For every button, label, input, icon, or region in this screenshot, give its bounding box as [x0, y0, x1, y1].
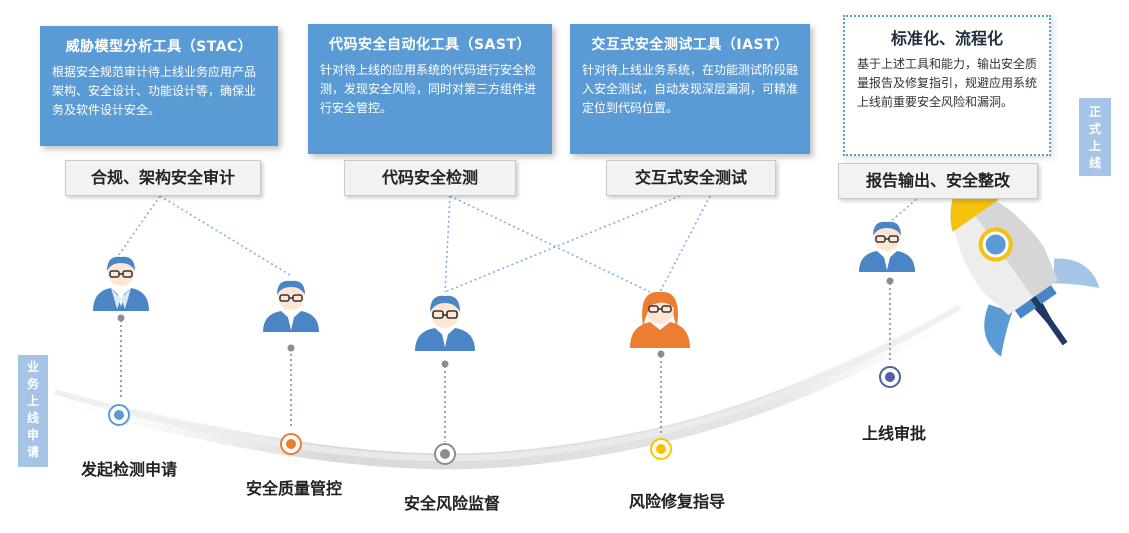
rocket-icon	[950, 187, 1100, 357]
person-icon	[93, 256, 149, 311]
label-interactive-testing: 交互式安全测试	[606, 160, 776, 196]
vertical-stems	[120, 283, 891, 442]
tool-desc: 针对待上线业务系统，在功能测试阶段融入安全测试，自动发现深层漏洞，可精准定位到代…	[582, 63, 799, 115]
side-char: 业	[26, 360, 39, 374]
step-dot-4	[650, 438, 672, 460]
side-label-official-launch: 正式上线	[1079, 98, 1111, 176]
tool-title: 交互式安全测试工具（IAST）	[591, 37, 789, 53]
step-label-initiate-request: 发起检测申请	[81, 460, 178, 479]
label-report-output: 报告输出、安全整改	[838, 163, 1038, 199]
side-char: 正	[1088, 105, 1101, 119]
step-label-launch-approval: 上线审批	[862, 424, 927, 443]
side-char: 务	[26, 377, 39, 391]
tool-title: 代码安全自动化工具（SAST）	[328, 37, 532, 53]
side-char: 请	[26, 445, 39, 459]
tool-title: 威胁模型分析工具（STAC）	[65, 39, 253, 55]
side-char: 申	[26, 428, 39, 442]
step-dot-2	[280, 433, 302, 455]
step-dot-5	[879, 366, 901, 388]
label-code-detection: 代码安全检测	[344, 160, 516, 196]
side-char: 线	[1088, 156, 1101, 170]
side-right-text: 正式上线	[1079, 104, 1111, 172]
tool-box-iast: 交互式安全测试工具（IAST） 针对待上线业务系统，在功能测试阶段融入安全测试，…	[570, 24, 810, 154]
connector-lines	[117, 195, 921, 293]
side-char: 上	[26, 394, 39, 408]
person-icon	[263, 280, 319, 332]
standard-title: 标准化、流程化	[890, 29, 1003, 48]
step-label-fix-guidance: 风险修复指导	[629, 492, 726, 511]
side-left-text: 业务上线申请	[18, 359, 48, 461]
side-char: 式	[1088, 122, 1101, 136]
step-dot-3	[434, 443, 456, 465]
side-label-business-launch-request: 业务上线申请	[18, 355, 48, 467]
person-icon	[415, 295, 475, 351]
step-label-risk-supervision: 安全风险监督	[404, 494, 501, 513]
tool-box-stac: 威胁模型分析工具（STAC） 根据安全规范审计待上线业务应用产品架构、安全设计、…	[40, 26, 278, 146]
tool-box-sast: 代码安全自动化工具（SAST） 针对待上线的应用系统的代码进行安全检测，发现安全…	[308, 24, 552, 154]
label-compliance-audit: 合规、架构安全审计	[65, 160, 261, 196]
tool-desc: 根据安全规范审计待上线业务应用产品架构、安全设计、功能设计等，确保业务及软件设计…	[52, 65, 257, 117]
standard-box: 标准化、流程化 基于上述工具和能力，输出安全质量报告及修复指引，规避应用系统上线…	[843, 15, 1051, 156]
step-label-quality-control: 安全质量管控	[246, 479, 343, 498]
side-char: 线	[26, 411, 39, 425]
person-icon	[859, 221, 915, 272]
standard-desc: 基于上述工具和能力，输出安全质量报告及修复指引，规避应用系统上线前重要安全风险和…	[857, 57, 1038, 109]
progress-curve	[47, 302, 968, 470]
step-dot-1	[108, 404, 130, 426]
tool-desc: 针对待上线的应用系统的代码进行安全检测，发现安全风险，同时对第三方组件进行安全管…	[320, 63, 537, 115]
side-char: 上	[1088, 139, 1101, 153]
person-icon	[630, 291, 690, 348]
